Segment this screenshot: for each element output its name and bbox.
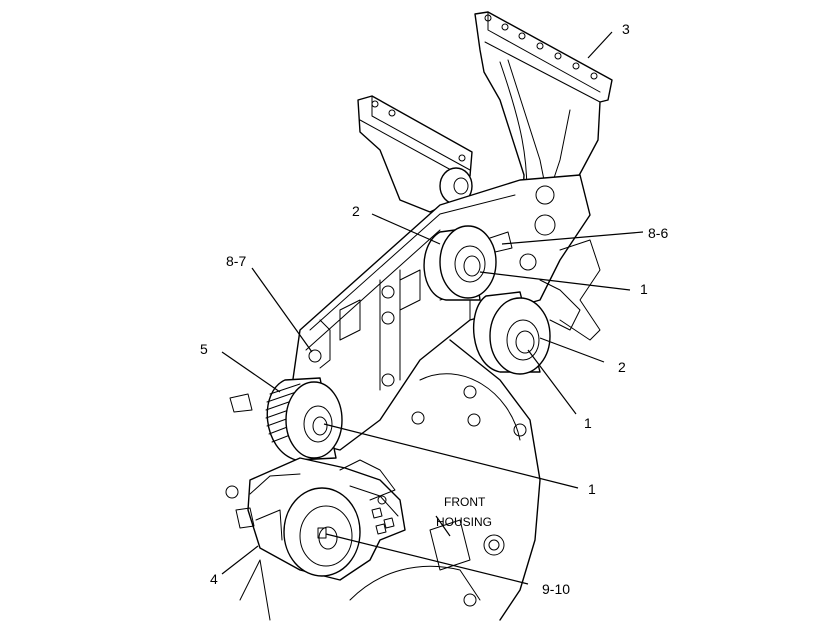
- callout-2-lower: 2: [618, 359, 626, 375]
- upper-left-bracket: [357, 95, 473, 213]
- callout-2-upper: 2: [352, 203, 360, 219]
- callout-1-lower: 1: [588, 481, 596, 497]
- callout-1-middle: 1: [584, 415, 592, 431]
- front-housing-outline: [239, 339, 541, 621]
- lower-idler-pulley: [473, 291, 551, 375]
- belt-tensioner: [225, 457, 406, 581]
- front-housing-label-line1: FRONT: [444, 495, 486, 509]
- upper-idler-pulley: [423, 225, 513, 301]
- callout-8-7: 8-7: [226, 253, 246, 269]
- callout-5: 5: [200, 341, 208, 357]
- top-mounting-bracket: [474, 11, 613, 251]
- callout-leaders: [221, 31, 644, 585]
- callout-4: 4: [210, 571, 218, 587]
- callout-8-6: 8-6: [648, 225, 668, 241]
- callout-3: 3: [622, 21, 630, 37]
- callout-9-10: 9-10: [542, 581, 570, 597]
- grooved-pulley: [229, 377, 343, 461]
- callout-1-upper: 1: [640, 281, 648, 297]
- front-housing-label-line2: HOUSING: [436, 515, 492, 529]
